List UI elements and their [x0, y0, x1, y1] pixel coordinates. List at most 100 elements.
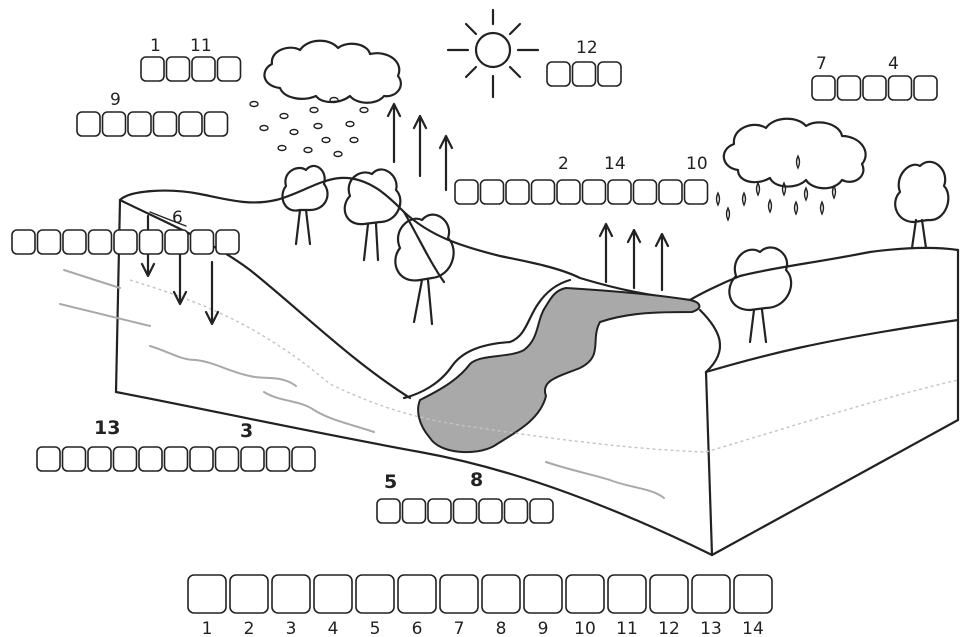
- groundwater-flow: [59, 269, 959, 499]
- letter-box[interactable]: [811, 75, 836, 101]
- answer-number: 2: [244, 619, 255, 637]
- answer-box[interactable]: [229, 574, 269, 614]
- label-12: 12: [576, 38, 598, 58]
- letter-box[interactable]: [152, 111, 178, 137]
- letter-box[interactable]: [546, 61, 571, 87]
- letter-box[interactable]: [216, 56, 242, 82]
- letter-box[interactable]: [571, 61, 597, 87]
- letter-box[interactable]: [503, 498, 529, 524]
- letter-box[interactable]: [454, 179, 479, 205]
- label-8: 8: [470, 469, 483, 491]
- letter-boxes: [11, 56, 938, 524]
- letter-box[interactable]: [291, 446, 316, 472]
- label-1: 1: [150, 36, 161, 56]
- answer-box[interactable]: [355, 574, 395, 614]
- label-11: 11: [190, 36, 212, 56]
- label-13: 13: [94, 417, 120, 439]
- letter-box[interactable]: [427, 498, 452, 524]
- letter-box[interactable]: [87, 229, 113, 255]
- letter-box[interactable]: [138, 229, 164, 255]
- answer-box[interactable]: [439, 574, 479, 614]
- answer-number: 12: [658, 619, 680, 637]
- letter-box[interactable]: [376, 498, 401, 524]
- answer-box[interactable]: [607, 574, 647, 614]
- letter-box[interactable]: [189, 229, 215, 255]
- letter-box[interactable]: [164, 229, 189, 255]
- letter-box[interactable]: [113, 229, 138, 255]
- answer-number: 8: [496, 619, 507, 637]
- letter-box[interactable]: [556, 179, 581, 205]
- letter-box[interactable]: [62, 229, 87, 255]
- letter-box[interactable]: [452, 498, 478, 524]
- answer-number: 13: [700, 619, 722, 637]
- label-10: 10: [686, 154, 708, 174]
- answer-number: 7: [454, 619, 465, 637]
- letter-box[interactable]: [683, 179, 709, 205]
- letter-box[interactable]: [138, 446, 163, 472]
- letter-box[interactable]: [87, 446, 112, 472]
- answer-box[interactable]: [271, 574, 311, 614]
- answer-box[interactable]: [733, 574, 773, 614]
- letter-box[interactable]: [36, 229, 62, 255]
- answer-box[interactable]: [313, 574, 353, 614]
- letter-box[interactable]: [203, 111, 229, 137]
- letter-box[interactable]: [632, 179, 658, 205]
- answer-box[interactable]: [691, 574, 731, 614]
- letter-box[interactable]: [112, 446, 138, 472]
- tree-icon: [281, 164, 329, 246]
- answer-box[interactable]: [565, 574, 605, 614]
- letter-box[interactable]: [191, 56, 216, 82]
- label-3: 3: [240, 420, 253, 442]
- snow-flakes: [249, 96, 369, 158]
- letter-box[interactable]: [140, 56, 165, 82]
- letter-box[interactable]: [163, 446, 189, 472]
- label-6: 6: [172, 208, 183, 228]
- letter-box[interactable]: [36, 446, 61, 472]
- label-7: 7: [816, 54, 827, 74]
- letter-box[interactable]: [11, 229, 36, 255]
- letter-box[interactable]: [597, 61, 622, 87]
- label-4: 4: [888, 54, 899, 74]
- letter-box[interactable]: [61, 446, 87, 472]
- letter-box[interactable]: [214, 446, 240, 472]
- tree-icon: [728, 246, 793, 344]
- letter-box[interactable]: [862, 75, 887, 101]
- letter-box[interactable]: [530, 179, 556, 205]
- letter-box[interactable]: [215, 229, 240, 255]
- letter-box[interactable]: [581, 179, 607, 205]
- letter-box[interactable]: [265, 446, 291, 472]
- letter-box[interactable]: [478, 498, 503, 524]
- letter-box[interactable]: [505, 179, 530, 205]
- letter-box[interactable]: [401, 498, 427, 524]
- tree-icon: [343, 168, 402, 262]
- answer-number: 10: [574, 619, 596, 637]
- letter-box[interactable]: [189, 446, 214, 472]
- answer-number: 4: [328, 619, 339, 637]
- letter-box[interactable]: [836, 75, 862, 101]
- answer-box[interactable]: [397, 574, 437, 614]
- answer-box[interactable]: [481, 574, 521, 614]
- letter-box[interactable]: [127, 111, 152, 137]
- label-5: 5: [384, 471, 397, 493]
- letter-box[interactable]: [479, 179, 505, 205]
- answer-box[interactable]: [187, 574, 227, 614]
- land-block: [114, 176, 960, 557]
- answer-number: 1: [202, 619, 213, 637]
- letter-box[interactable]: [76, 111, 101, 137]
- letter-box[interactable]: [178, 111, 203, 137]
- letter-box[interactable]: [913, 75, 938, 101]
- letter-box[interactable]: [240, 446, 265, 472]
- answer-box[interactable]: [523, 574, 563, 614]
- rain-drops: [715, 154, 837, 222]
- arrow-up-icon: [386, 102, 454, 192]
- letter-box[interactable]: [607, 179, 632, 205]
- letter-box[interactable]: [887, 75, 913, 101]
- letter-box[interactable]: [658, 179, 683, 205]
- letter-box[interactable]: [101, 111, 127, 137]
- letter-box[interactable]: [165, 56, 191, 82]
- cloud-icon: [263, 39, 402, 104]
- sun-icon: [446, 8, 540, 99]
- letter-box[interactable]: [529, 498, 554, 524]
- answer-box[interactable]: [649, 574, 689, 614]
